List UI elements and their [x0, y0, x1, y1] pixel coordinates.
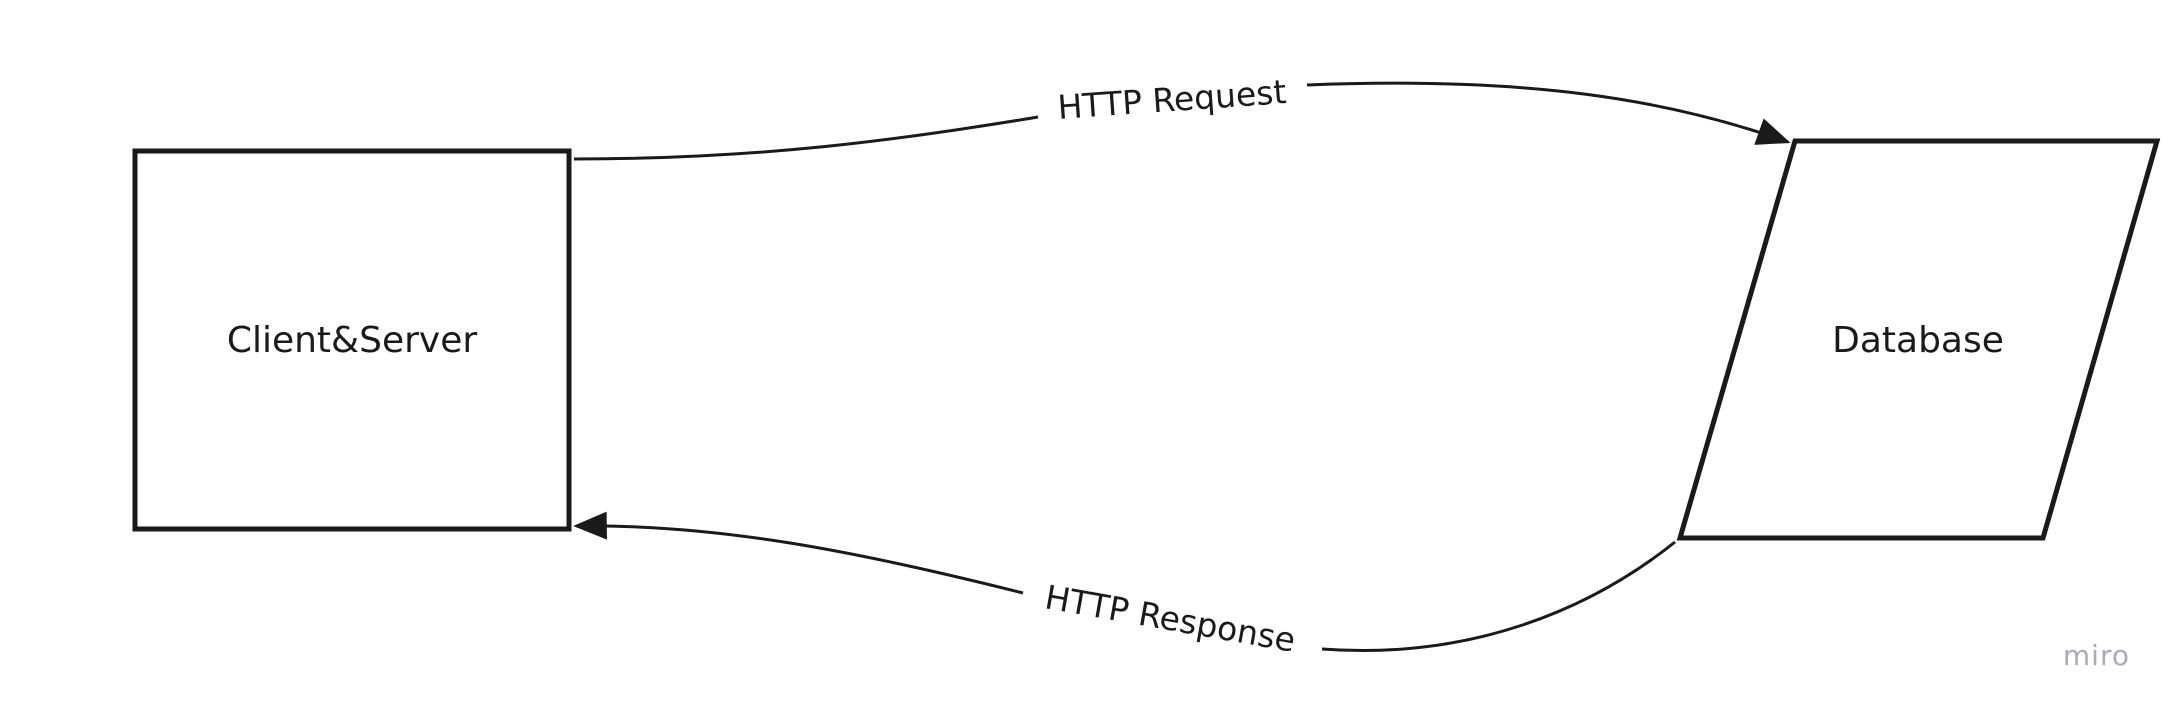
node-client-server[interactable]: Client&Server — [132, 148, 572, 532]
http-request-label: HTTP Request — [1056, 72, 1287, 127]
http-request-line-right — [1306, 81, 1791, 145]
edge-http-request[interactable]: HTTP Request — [573, 72, 1791, 161]
database-shape — [1676, 138, 2161, 541]
client-server-box — [132, 148, 572, 532]
client-server-label: Client&Server — [227, 320, 478, 361]
http-response-line-left — [573, 511, 1024, 595]
miro-watermark: miro — [2063, 639, 2130, 672]
http-response-label: HTTP Response — [1042, 577, 1298, 659]
http-response-line-right — [1321, 540, 1676, 653]
http-request-line-left — [573, 115, 1039, 161]
database-label: Database — [1832, 320, 2004, 361]
node-database[interactable]: Database — [1676, 138, 2161, 541]
edge-http-response[interactable]: HTTP Response — [573, 511, 1676, 660]
